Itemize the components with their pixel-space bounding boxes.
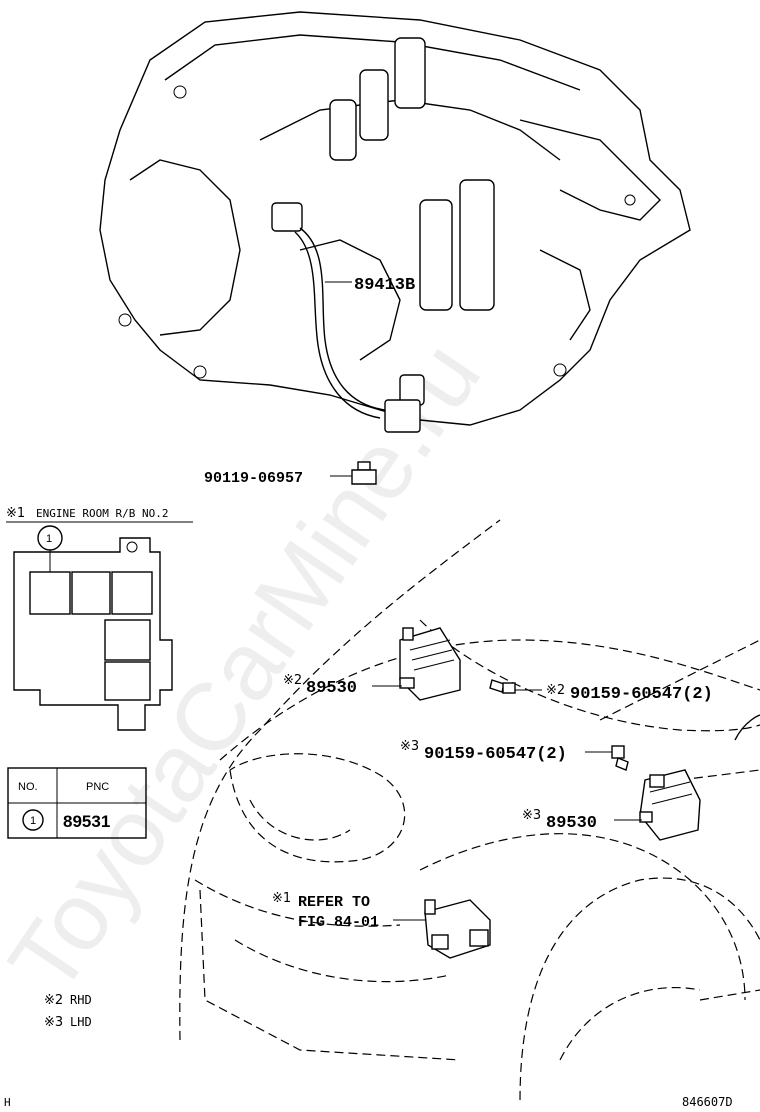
relay-block-part [424,899,491,959]
callout-bolt-lhd: 90159-60547(2) [424,745,567,764]
callout-refer-line1: REFER TO [298,894,370,911]
diagram-code: 846607D [682,1095,733,1109]
callout-ecu-rhd-mark: ※2 [283,673,302,688]
table-row-no: 1 [30,815,36,827]
vehicle-front-illustration [179,519,760,1101]
callout-bolt-rhd: 90159-60547(2) [570,685,713,704]
callout-bolt-lhd-mark: ※3 [400,739,419,754]
note-lhd-text: LHD [70,1015,92,1029]
note-rhd-text: RHD [70,993,92,1007]
callout-ecu-rhd: 89530 [306,679,357,698]
callout-ecu-lhd: 89530 [546,814,597,833]
note-rhd-mark: ※2 [44,993,63,1008]
ecu-rhd-part [399,627,461,701]
footer-left-mark: H [4,1096,11,1109]
callout-bolt-rhd-mark: ※2 [546,683,565,698]
callout-refer-mark: ※1 [272,891,291,906]
inset-circle-number: 1 [46,533,52,545]
bolt-rhd-part [489,679,516,694]
table-row-pnc: 89531 [63,812,110,831]
table-header-pnc: PNC [86,781,109,793]
callout-refer-line2: FIG 84-01 [298,914,379,931]
transmission-illustration [99,11,691,485]
inset-title-mark: ※1 [6,506,25,521]
ecu-lhd-part [639,769,701,841]
callout-bolt-sensor: 90119-06957 [204,470,303,487]
inset-title: ENGINE ROOM R/B NO.2 [36,507,168,520]
callout-ecu-lhd-mark: ※3 [522,808,541,823]
bolt-lhd-part [611,745,629,771]
pnc-table: NO. PNC 1 89531 [7,767,147,839]
relay-block-inset: ※1 ENGINE ROOM R/B NO.2 1 [6,506,193,731]
note-lhd-mark: ※3 [44,1015,63,1030]
callout-speed-sensor: 89413B [354,276,415,295]
table-header-no: NO. [18,781,38,793]
